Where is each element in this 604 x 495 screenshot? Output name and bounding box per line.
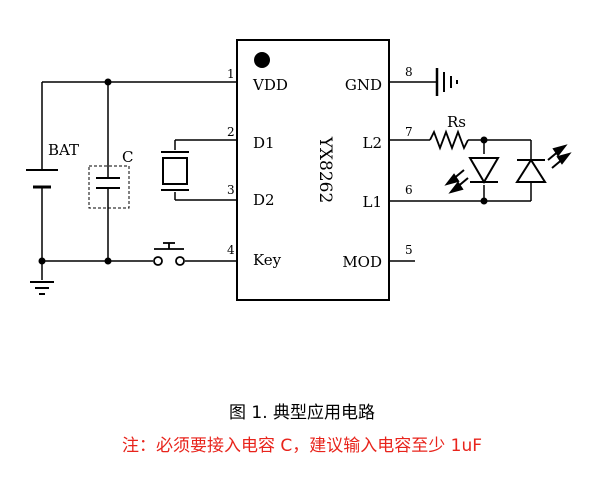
chip-name: YX8262 xyxy=(315,136,335,204)
pin-name-l1: L1 xyxy=(362,193,382,211)
battery-symbol xyxy=(26,169,58,189)
led-1-symbol xyxy=(468,157,500,184)
pin-number-4: 4 xyxy=(227,243,235,257)
pin-name-gnd: GND xyxy=(345,76,382,94)
led-2-emission-arrows xyxy=(547,144,572,169)
figure-caption: 图 1. 典型应用电路 xyxy=(228,403,376,423)
led-2-symbol xyxy=(515,158,547,183)
wires-right xyxy=(389,68,532,262)
led-1-emission-arrows xyxy=(444,169,469,194)
pin-name-mod: MOD xyxy=(342,253,382,271)
pin-number-5: 5 xyxy=(405,243,413,257)
pin-number-6: 6 xyxy=(405,183,413,197)
pin-number-2: 2 xyxy=(227,125,235,139)
pin-name-l2: L2 xyxy=(362,134,382,152)
figure-note: 注：必须要接入电容 C，建议输入电容至少 1uF xyxy=(121,436,483,456)
resistor-symbol xyxy=(429,129,469,151)
pin-name-d2: D2 xyxy=(253,191,275,209)
capacitor-dashed-box xyxy=(88,165,130,209)
pin1-marker xyxy=(254,52,270,68)
capacitor-symbol xyxy=(96,177,120,189)
key-push-button xyxy=(153,242,185,266)
pin-number-8: 8 xyxy=(405,65,413,79)
wires-left xyxy=(41,81,237,280)
chip-body xyxy=(236,39,390,301)
resistor-label: Rs xyxy=(447,113,466,131)
pin-name-d1: D1 xyxy=(253,134,275,152)
pin-name-vdd: VDD xyxy=(252,76,288,94)
pin-name-key: Key xyxy=(253,251,282,269)
capacitor-label: C xyxy=(122,148,133,166)
pin-number-1: 1 xyxy=(227,67,235,81)
ground-symbol-left xyxy=(30,281,54,295)
junction-dots xyxy=(38,78,488,265)
ground-symbol-right xyxy=(443,72,458,92)
battery-label: BAT xyxy=(48,141,79,159)
pin-number-3: 3 xyxy=(227,183,235,197)
pin-number-7: 7 xyxy=(405,125,413,139)
crystal-symbol xyxy=(161,151,189,191)
